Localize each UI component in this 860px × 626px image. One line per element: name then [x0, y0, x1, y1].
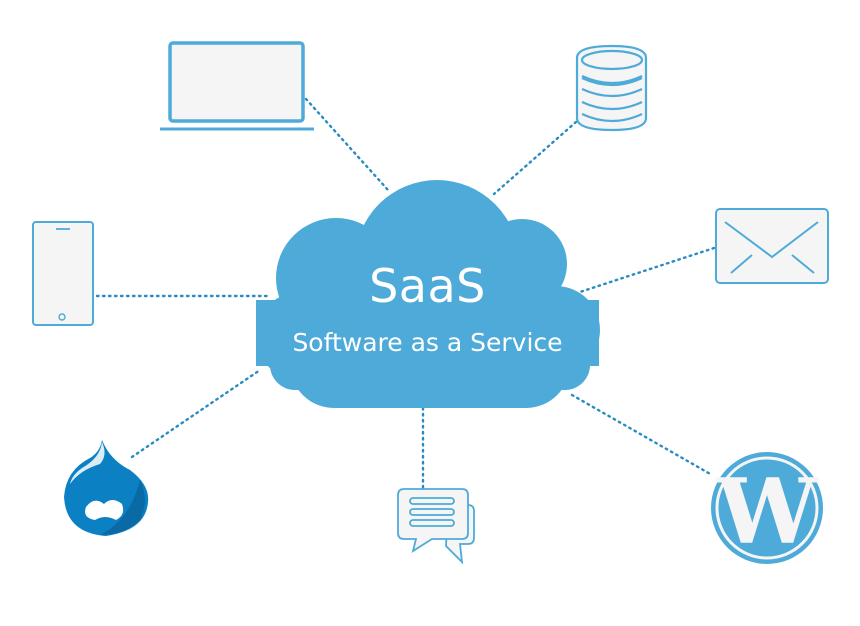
- connector-drupal: [130, 368, 262, 459]
- connectors: [95, 97, 716, 490]
- connector-laptop: [304, 97, 390, 192]
- connector-email: [578, 246, 716, 294]
- smartphone-icon: [32, 221, 94, 326]
- diagram-subtitle: Software as a Service: [292, 328, 563, 357]
- wordpress-logo-icon: W: [711, 452, 823, 565]
- svg-text:W: W: [715, 459, 819, 565]
- connector-wordpress: [570, 393, 714, 477]
- envelope-icon: [715, 208, 829, 284]
- cloud-shape: [256, 180, 600, 408]
- diagram-title: SaaS: [369, 259, 486, 313]
- chat-bubbles-icon: [397, 488, 475, 565]
- laptop-icon: [160, 41, 314, 131]
- database-icon: [575, 44, 648, 132]
- connector-database: [492, 120, 578, 196]
- drupal-logo-icon: [64, 440, 149, 536]
